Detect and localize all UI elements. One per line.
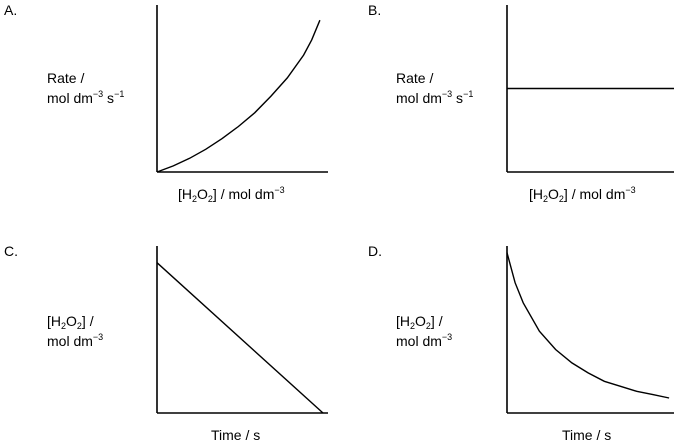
series-line (156, 19, 321, 173)
panel-a: A. Rate / mol dm−3 s−1 [H2O2] / mol dm−3 (0, 0, 341, 223)
y-label-line2: mol dm−3 s−1 (396, 89, 474, 107)
series-line (506, 252, 670, 399)
y-axis-label: Rate / mol dm−3 s−1 (396, 68, 473, 108)
y-axis-label: Rate / mol dm−3 s−1 (47, 68, 124, 108)
y-label-line2: mol dm−3 s−1 (47, 89, 125, 107)
x-axis-label: Time / s (562, 427, 612, 443)
panel-letter: D. (368, 243, 382, 259)
y-axis-label: [H2O2] / mol dm−3 (396, 311, 452, 351)
y-label-line1: [H2O2] / (47, 313, 94, 331)
panel-b: B. Rate / mol dm−3 s−1 [H2O2] / mol dm−3 (341, 0, 682, 223)
panel-c: C. [H2O2] / mol dm−3 Time / s (0, 223, 341, 446)
panel-letter: A. (4, 2, 18, 18)
y-label-line2: mol dm−3 (396, 332, 453, 350)
x-axis-label: [H2O2] / mol dm−3 (178, 185, 285, 204)
panel-letter: C. (4, 243, 18, 259)
panel-letter: B. (368, 2, 382, 18)
plot-area (156, 246, 328, 414)
y-label-line1: Rate / (47, 70, 85, 86)
y-label-line1: [H2O2] / (396, 313, 443, 331)
plot-area (506, 5, 674, 173)
x-axis-label: Time / s (211, 427, 261, 443)
x-axis-label: [H2O2] / mol dm−3 (529, 185, 636, 204)
y-label-line1: Rate / (396, 70, 434, 86)
panel-d: D. [H2O2] / mol dm−3 Time / s (341, 223, 682, 446)
plot-area (156, 5, 328, 173)
y-label-line2: mol dm−3 (47, 332, 104, 350)
plot-area (506, 246, 674, 414)
series-line (156, 262, 324, 414)
y-axis-label: [H2O2] / mol dm−3 (47, 311, 103, 351)
